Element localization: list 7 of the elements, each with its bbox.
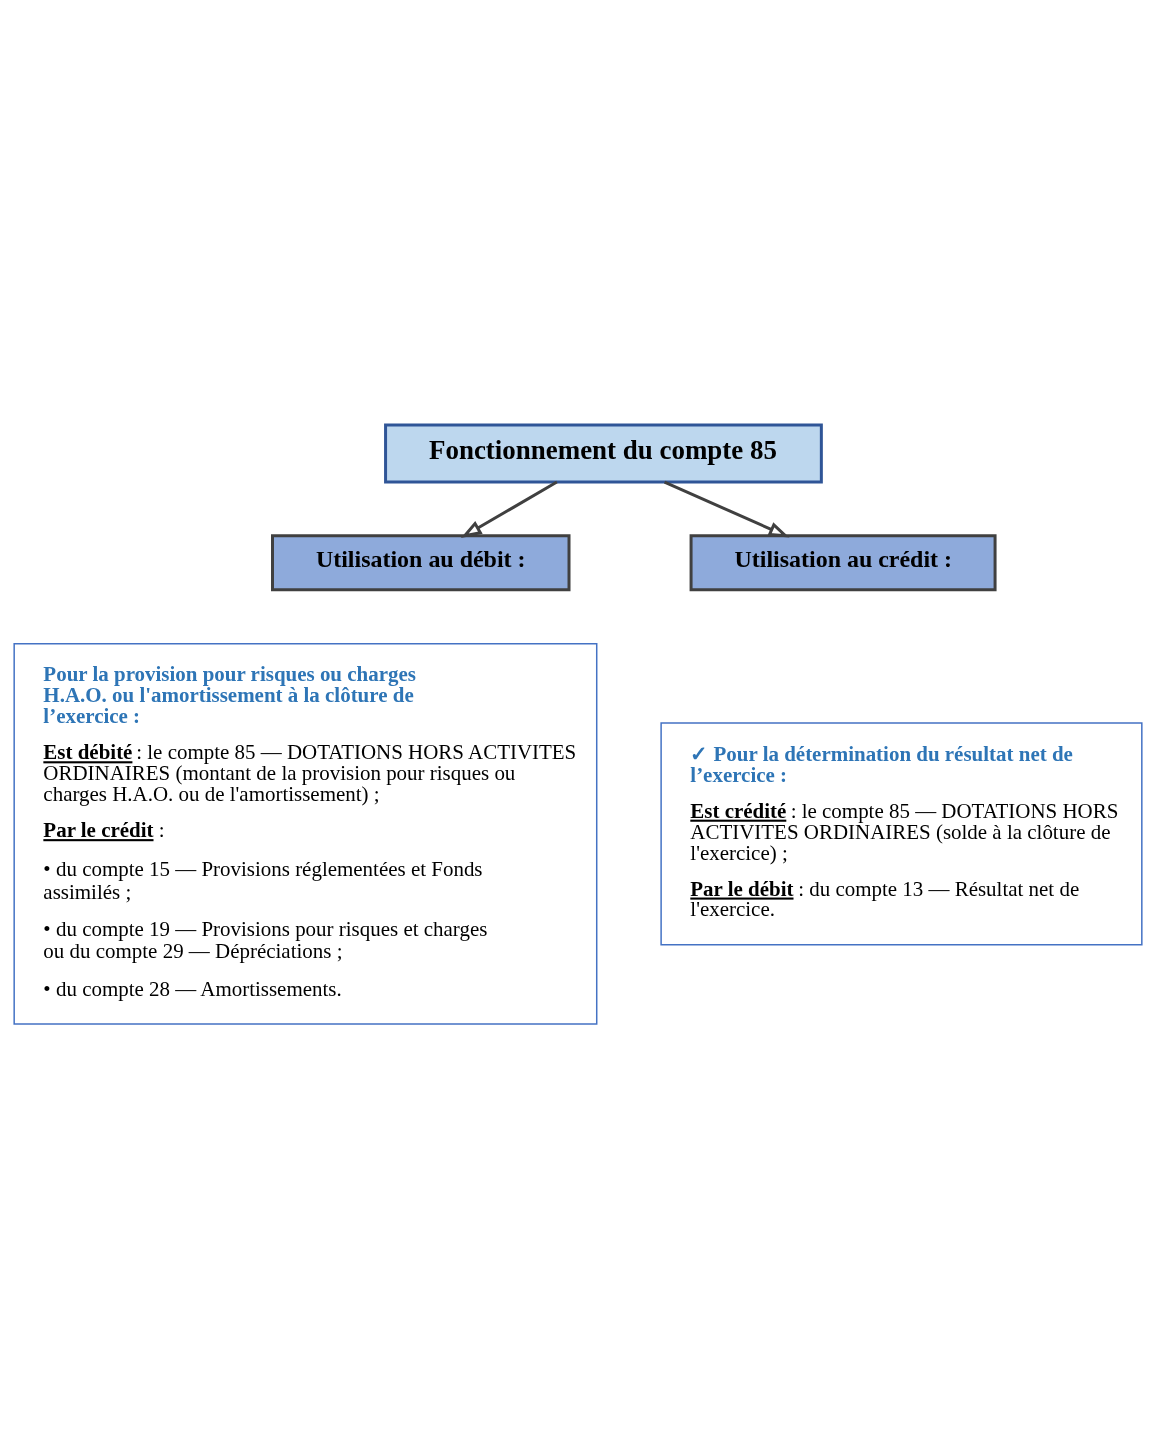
node-box: Pour la provision pour risques ou charges H.A.O. ou l'amortissement à la clôture de l’exercice : Est débité : le compte 85 — DOTATIONS HORS ACTIVITES ORDINAIRES (montant de la provision pour risques ou charges H.A.O. ou de l'amortissement) ; Par le crédit : • du compte 15 — Provisions réglementées et Fonds assimilés ; • du compte 19 — Provisions pour risques et charges ou du compte 29 — Dépréciations ; • du compte 28 — Amortissements. [13,642,598,1025]
arrow [460,480,558,538]
node-box: Utilisation au débit : [271,534,571,592]
node-box: ✓ Pour la détermination du résultat net de l’exercice : Est crédité : le compte 85 — DOTATIONS HORS ACTIVITES ORDINAIRES (solde à la clôture de l'exercice) ; Par le débit : du compte 13 — Résultat net de l'exercice. [660,722,1143,946]
node-box: Utilisation au crédit : [689,534,997,592]
node-box: Fonctionnement du compte 85 [384,423,823,484]
arrow [663,480,790,538]
